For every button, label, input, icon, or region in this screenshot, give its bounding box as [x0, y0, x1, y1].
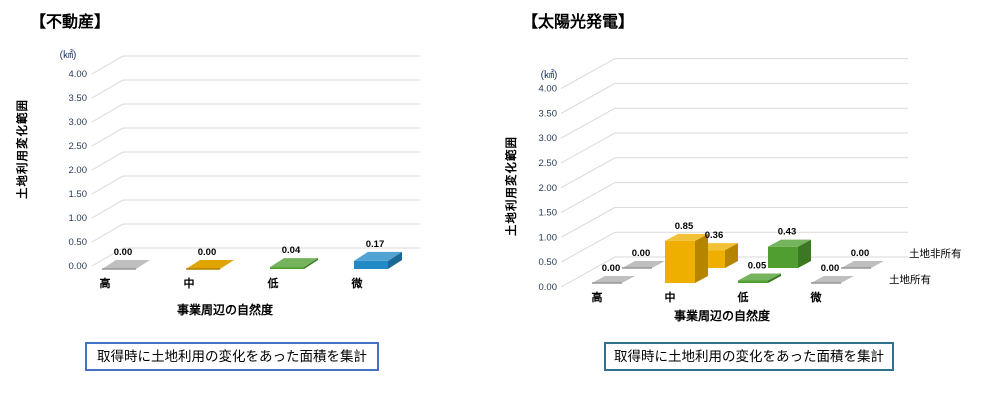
svg-text:0.50: 0.50: [69, 237, 88, 248]
svg-text:高: 高: [100, 276, 111, 290]
svg-text:高: 高: [592, 290, 603, 304]
bar: [270, 258, 318, 269]
svg-text:0.85: 0.85: [675, 221, 694, 232]
bar: [354, 251, 402, 269]
bar: [811, 276, 854, 284]
svg-text:0.05: 0.05: [748, 261, 767, 272]
svg-text:0.00: 0.00: [114, 247, 133, 258]
bar: [186, 260, 234, 270]
y-axis-unit: (㎢): [540, 70, 558, 81]
3d-bar-plot-solar: 0.000.501.001.502.002.503.003.504.000.00…: [539, 58, 908, 304]
svg-text:0.00: 0.00: [821, 263, 840, 274]
svg-text:4.00: 4.00: [69, 69, 88, 80]
svg-text:0.43: 0.43: [778, 227, 797, 238]
svg-text:2.00: 2.00: [69, 165, 88, 176]
bars: [592, 233, 884, 284]
svg-text:0.00: 0.00: [632, 248, 651, 259]
svg-text:3.50: 3.50: [539, 108, 558, 119]
x-axis-title: 事業周辺の自然度: [673, 309, 770, 323]
svg-text:0.00: 0.00: [602, 263, 621, 274]
bar: [102, 260, 150, 270]
svg-text:2.50: 2.50: [69, 141, 88, 152]
svg-text:1.00: 1.00: [69, 213, 88, 224]
category-labels: 高中低微: [592, 290, 823, 304]
chart-title: 【太陽光発電】: [522, 14, 635, 31]
svg-text:0.00: 0.00: [198, 247, 217, 258]
chart-title: 【不動産】: [30, 14, 111, 31]
svg-text:1.50: 1.50: [539, 208, 558, 219]
svg-text:0.36: 0.36: [705, 230, 724, 241]
svg-text:1.00: 1.00: [539, 232, 558, 243]
bar: [768, 239, 811, 268]
3d-bar-plot-real-estate: 0.000.501.001.502.002.503.003.504.000.00…: [69, 55, 420, 290]
svg-text:中: 中: [184, 276, 195, 290]
svg-text:0.00: 0.00: [539, 282, 558, 293]
value-labels: 0.00 0.00 0.04 0.17: [114, 239, 385, 258]
svg-text:0.50: 0.50: [539, 257, 558, 268]
tick-labels: 0.00 0.50 1.00 1.50 2.00 2.50 3.00 3.50 4.00: [69, 69, 88, 272]
x-axis-title: 事業周辺の自然度: [176, 303, 273, 317]
bar: [622, 261, 665, 269]
tick-labels: 0.00 0.50 1.00 1.50 2.00 2.50 3.00 3.50 4.00: [539, 84, 558, 293]
value-labels: 0.00 0.36 0.43 0.00 0.00 0.85 0.05 0.00: [602, 221, 870, 274]
bar: [841, 261, 884, 269]
svg-text:低: 低: [737, 290, 749, 304]
gridlines: [91, 55, 420, 267]
series-label-land-not-owned: 土地非所有: [909, 248, 962, 260]
caption-box: 取得時に土地利用の変化をあった面積を集計: [604, 342, 894, 371]
series-label-land-owned: 土地所有: [889, 274, 931, 286]
svg-text:3.00: 3.00: [539, 133, 558, 144]
svg-text:微: 微: [351, 276, 364, 290]
svg-text:低: 低: [267, 276, 279, 290]
bar: [738, 273, 781, 283]
svg-text:中: 中: [665, 290, 676, 304]
bar: [592, 276, 635, 284]
svg-text:0.00: 0.00: [851, 248, 870, 259]
bar: [665, 233, 708, 283]
svg-text:2.00: 2.00: [539, 183, 558, 194]
category-labels: 高中低微: [100, 276, 364, 290]
y-axis-unit: (㎢): [59, 50, 77, 61]
svg-text:3.00: 3.00: [69, 117, 88, 128]
svg-text:0.04: 0.04: [282, 245, 301, 256]
svg-text:0.00: 0.00: [69, 261, 88, 272]
svg-text:0.17: 0.17: [366, 239, 385, 250]
svg-text:微: 微: [810, 290, 823, 304]
svg-text:1.50: 1.50: [69, 189, 88, 200]
caption-box: 取得時に土地利用の変化をあった面積を集計: [85, 342, 379, 371]
bars: [102, 251, 402, 270]
svg-text:4.00: 4.00: [539, 84, 558, 95]
svg-text:2.50: 2.50: [539, 158, 558, 169]
svg-text:3.50: 3.50: [69, 93, 88, 104]
